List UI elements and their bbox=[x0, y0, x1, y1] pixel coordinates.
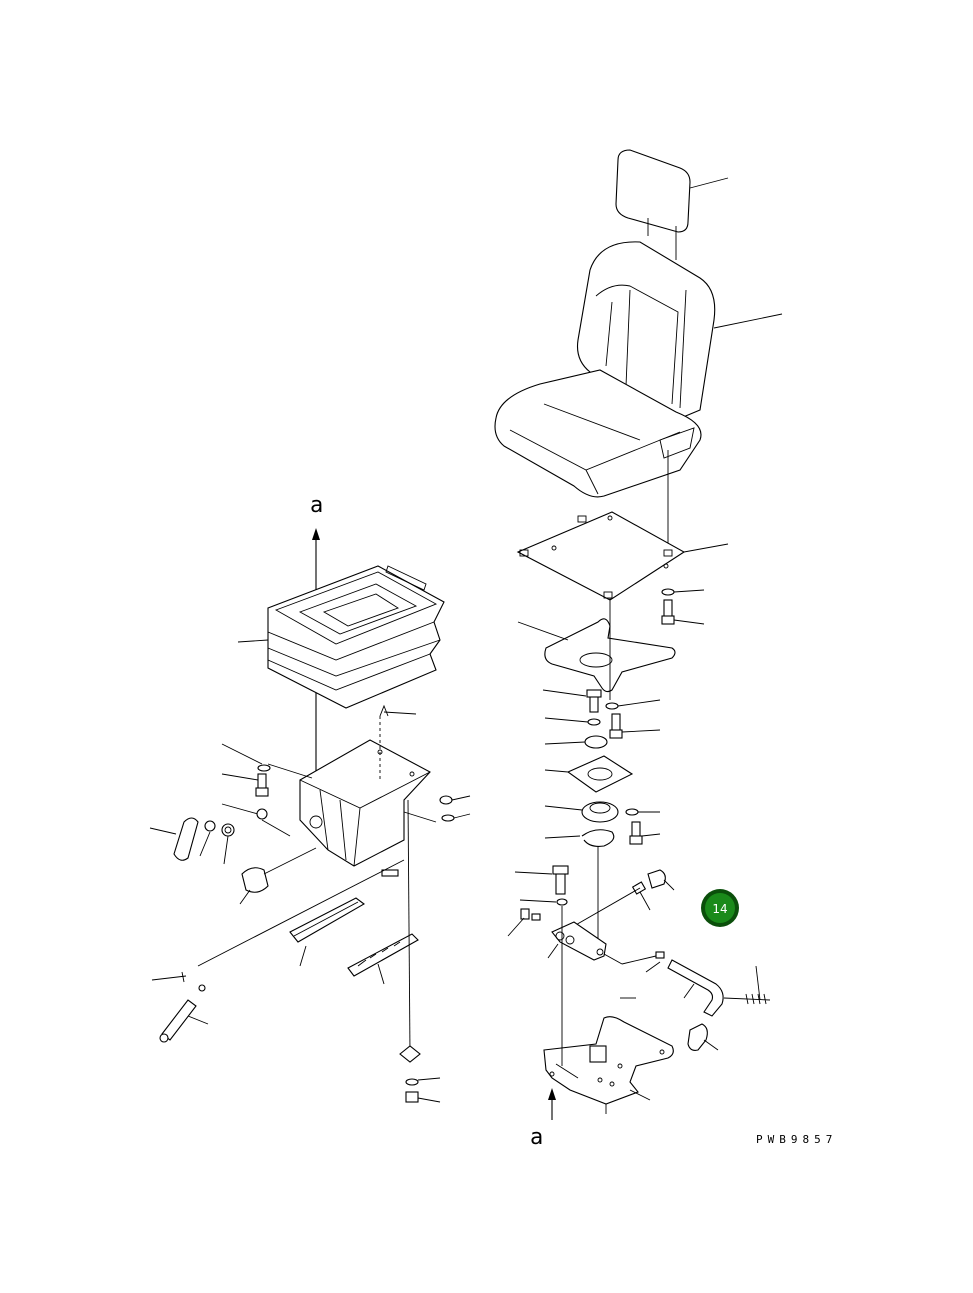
connection-label-bottom: a bbox=[530, 1125, 543, 1150]
swivel-lever bbox=[620, 959, 771, 1051]
page-badge: 14 bbox=[701, 889, 739, 927]
swivel-bracket bbox=[517, 598, 676, 700]
shock-absorber bbox=[151, 859, 405, 1043]
slide-rails bbox=[289, 799, 419, 1055]
connection-label-top: a bbox=[310, 493, 323, 518]
drawing-code: PWB9857 bbox=[756, 1133, 837, 1146]
left-hardware bbox=[221, 743, 313, 837]
bearing-housing bbox=[544, 755, 661, 845]
seat bbox=[494, 241, 783, 548]
connection-arrow-top: a bbox=[310, 493, 323, 782]
frame-nuts bbox=[403, 795, 471, 823]
washer-bolt-right bbox=[661, 588, 705, 625]
height-adjust bbox=[149, 817, 317, 905]
lower-hardware bbox=[507, 865, 675, 937]
swivel-lock bbox=[547, 921, 665, 973]
bearing bbox=[544, 801, 619, 950]
swivel-hardware bbox=[542, 689, 661, 749]
base-plate bbox=[543, 906, 674, 1114]
suspension-bellows bbox=[237, 565, 445, 709]
page-badge-number: 14 bbox=[712, 902, 727, 916]
headrest bbox=[615, 149, 729, 260]
lower-washer-nut bbox=[399, 1045, 441, 1103]
seat-plate bbox=[516, 511, 729, 601]
suspension-frame bbox=[299, 704, 431, 867]
connection-arrow-bottom: a bbox=[530, 1088, 556, 1150]
